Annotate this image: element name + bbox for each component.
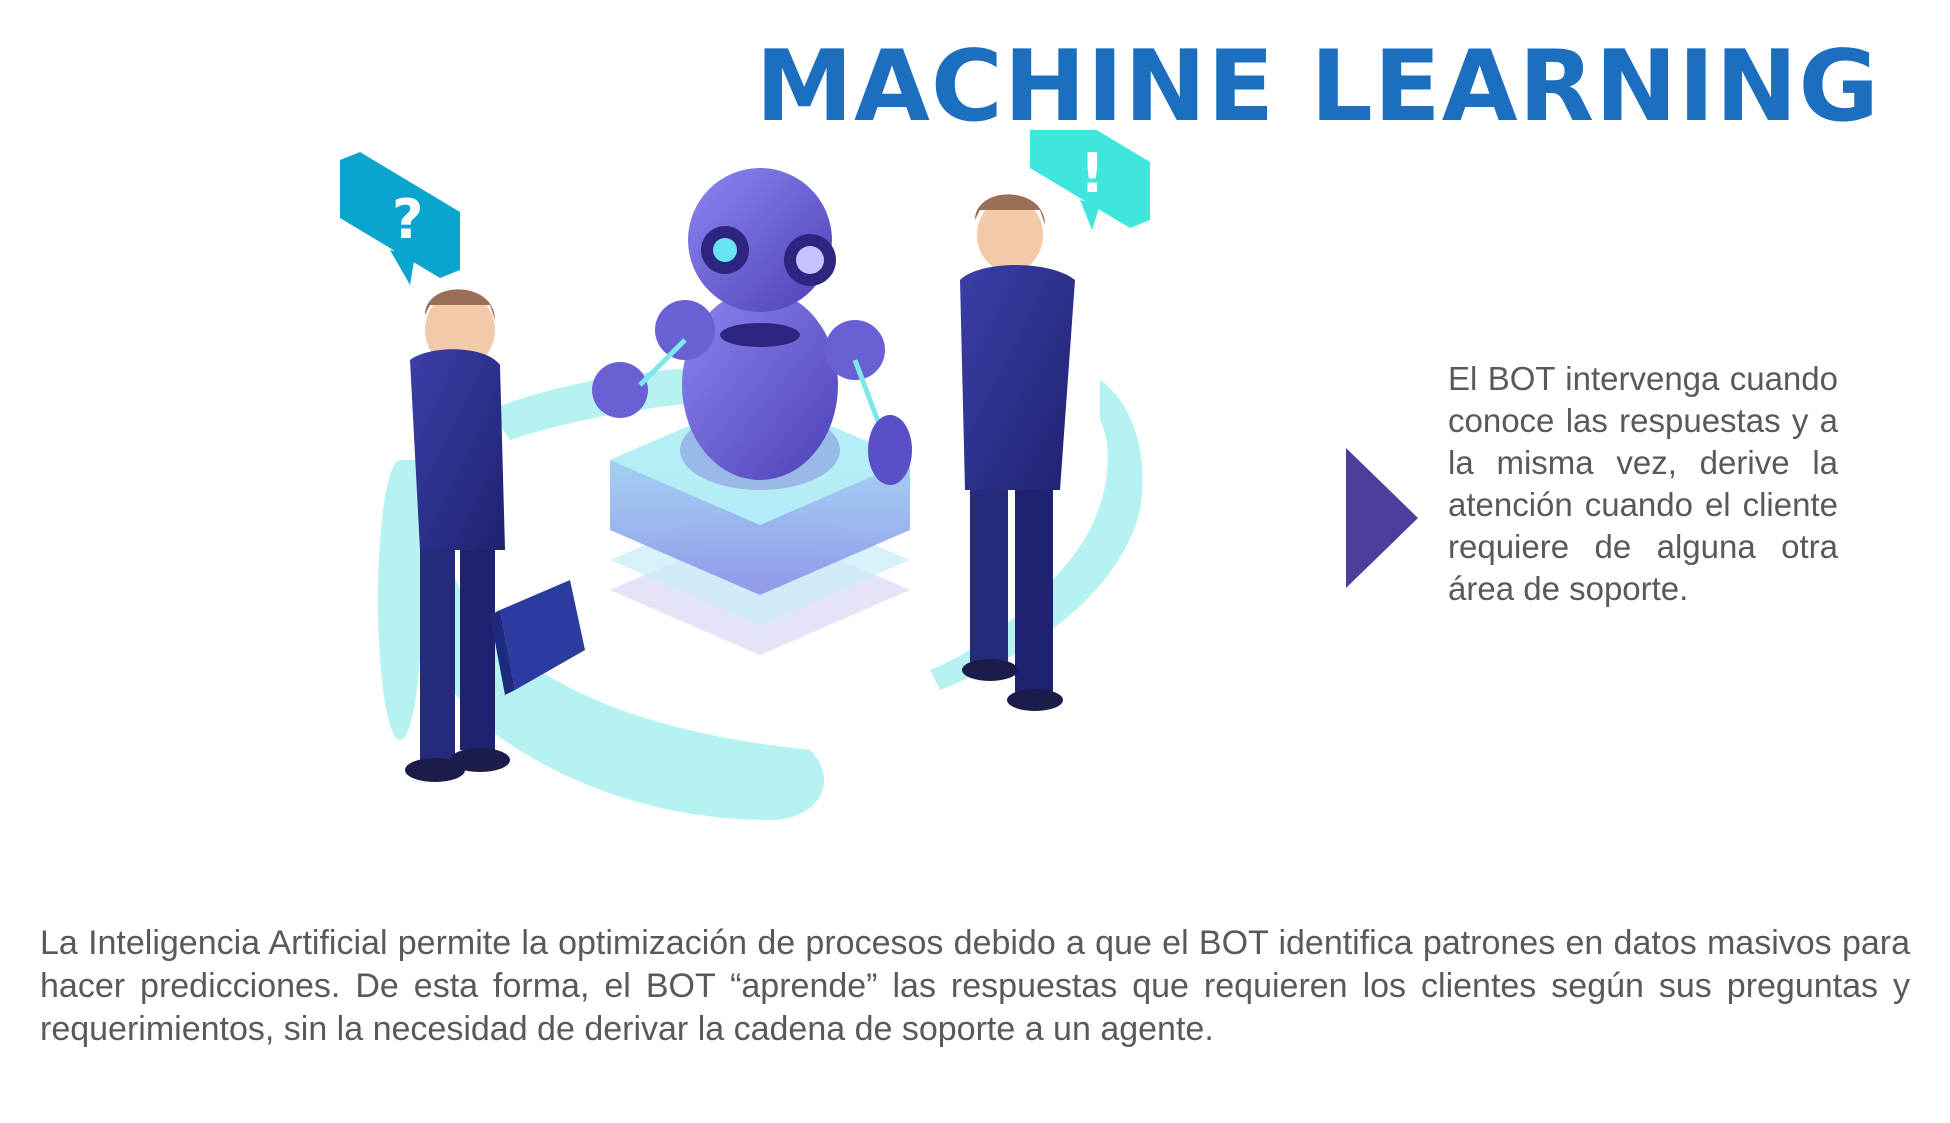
speech-bubble-icon: ! (1030, 130, 1150, 230)
robot-icon (592, 168, 912, 485)
exclamation-mark-glyph: ! (1080, 142, 1105, 205)
bot-description: El BOT intervenga cuando conoce las resp… (1448, 360, 1838, 607)
triangle-arrow-icon (1346, 448, 1418, 588)
machine-learning-illustration: ? ! (340, 130, 1150, 820)
page-title: MACHINE LEARNING (755, 30, 1880, 144)
businessman-icon (405, 289, 510, 782)
ai-paragraph: La Inteligencia Artificial permite la op… (40, 924, 1910, 1048)
briefcase-icon (490, 580, 585, 695)
question-mark-glyph: ? (392, 188, 423, 251)
businessman-icon (960, 194, 1075, 711)
speech-bubble-icon: ? (340, 152, 460, 285)
